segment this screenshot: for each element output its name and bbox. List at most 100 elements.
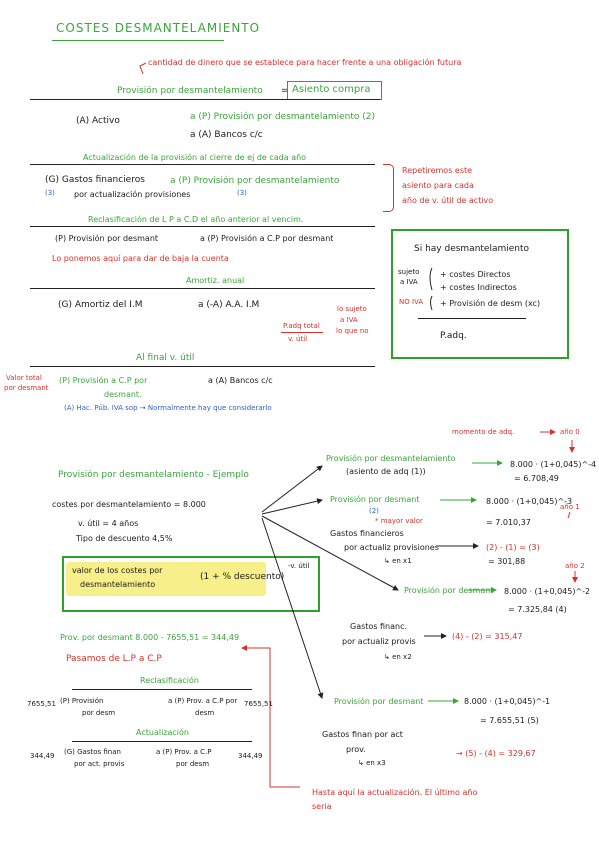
divider [72, 689, 252, 690]
amort-note-3: lo que no [336, 327, 369, 335]
b3-gf-calc: (4) - (2) = 315,47 [452, 632, 523, 641]
actual-left-amt: 344,49 [30, 752, 55, 760]
b3-formula: 8.000 · (1+0,045)^-2 [504, 587, 591, 596]
reclass-title: Reclasificación [140, 676, 199, 685]
b4-gf-3: ↳ en x3 [358, 759, 386, 767]
pasamos-text: Pasamos de L.P a C.P [66, 654, 162, 664]
example-vutil: v. útil = 4 años [78, 519, 139, 528]
equals-sign: = [281, 86, 289, 96]
provision-heading: Provisión por desmantelamiento [117, 86, 263, 96]
divider [30, 288, 375, 289]
actual-left-1: (G) Gastos finan [64, 748, 121, 756]
box-item-2: + costes Indirectos [440, 283, 517, 292]
reclass-mid-2: desm [195, 709, 215, 717]
title-underline [52, 40, 224, 41]
b1-sub: (asiento de adq (1)) [346, 467, 426, 476]
b4-gf-2: prov. [346, 745, 366, 754]
desmantelamiento-box [391, 229, 569, 359]
bottom-note-2: seria [312, 802, 332, 811]
example-tipo: Tipo de descuento 4,5% [76, 534, 173, 543]
box-item-1: + costes Directos [440, 270, 511, 279]
bottom-note-1: Hasta aquí la actualización. El último a… [312, 788, 478, 797]
amort-note-2: a IVA [340, 316, 358, 324]
b3-title: Provisión por desmant [404, 586, 494, 595]
definition-text: cantidad de dinero que se establece para… [148, 58, 462, 67]
entry-activo: (A) Activo [76, 116, 120, 126]
box-no-iva: NO IVA [399, 298, 424, 306]
b2-ref: (2) [369, 507, 379, 515]
ano2-label: año 2 [565, 562, 585, 570]
divider [72, 741, 252, 742]
entry-provision: a (P) Provisión por desmantelamiento (2) [190, 112, 375, 122]
formula-left-2: desmantelamiento [80, 580, 156, 589]
amort-note-1: lo sujeto [337, 305, 367, 313]
ano1-label: año 1 [560, 503, 580, 511]
repeat-note-3: año de v. útil de activo [402, 196, 494, 205]
entry-ref-3: (3) [45, 189, 55, 197]
box-iva-2: a IVA [400, 278, 418, 286]
b2-gf-calc: (2) - (1) = (3) [486, 543, 540, 552]
example-costes: costes por desmantelamiento = 8.000 [52, 500, 206, 509]
b1-title: Provisión por desmantelamiento [326, 454, 456, 463]
b2-formula: 8.000 · (1+0,045)^-3 [486, 497, 573, 506]
b2-gf-3: ↳ en x1 [384, 557, 412, 565]
reclass-note: Lo ponemos aquí para dar de baja la cuen… [52, 254, 229, 263]
update-heading: Actualización de la provisión al cierre … [83, 153, 307, 162]
repeat-bracket [383, 164, 394, 212]
b2-gf-2: por actualiz provisiones [344, 543, 439, 552]
actual-title: Actualización [136, 728, 189, 737]
reclass-mid-1: a (P) Prov. a C.P por [168, 697, 238, 705]
entry-ref-3b: (3) [237, 189, 247, 197]
divider [30, 226, 375, 227]
b4-formula: 8.000 · (1+0,045)^-1 [464, 697, 551, 706]
final-note-1: Valor total [6, 374, 42, 382]
actual-left-2: por act. provis [74, 760, 125, 768]
box-result: P.adq. [440, 331, 467, 341]
entry-gastos-sub: por actualización provisiones [74, 190, 191, 199]
b4-result: = 7.655,51 (5) [480, 716, 539, 725]
b2-result: = 7.010,37 [486, 518, 531, 527]
reclass-heading: Reclasificación de L P a C.D el año ante… [88, 215, 304, 224]
box-title: Si hay desmantelamiento [414, 244, 530, 254]
b4-gf-1: Gastos finan por act [322, 730, 403, 739]
momento-label: momento de adq. [452, 428, 515, 436]
final-note-2: por desmant [4, 384, 49, 392]
entry-provision-desm: a (P) Provisión por desmantelamiento [170, 176, 340, 186]
divider [30, 164, 375, 165]
divider [30, 366, 375, 367]
actual-mid-2: por desm [176, 760, 210, 768]
b2-mayor: * mayor valor [375, 517, 423, 525]
divider [30, 99, 380, 100]
entry-prov-cp: a (P) Provisión a C.P por desmant [200, 234, 334, 243]
amort-vutil: v. útil [288, 335, 308, 343]
b3-gf-1: Gastos financ. [350, 622, 408, 631]
b2-title: Provisión por desmant [330, 495, 420, 504]
b1-result: = 6.708,49 [514, 474, 559, 483]
b2-gf-result: = 301,88 [488, 557, 526, 566]
b3-gf-2: por actualiz provis [342, 637, 416, 646]
entry-desmant: desmant. [104, 390, 142, 399]
b4-title: Provisión por desmant [334, 697, 424, 706]
iva-note: (A) Hac. Púb. IVA sop → Normalmente hay … [64, 404, 272, 412]
actual-mid-1: a (P) Prov. a C.P [156, 748, 212, 756]
amort-padq: P.adq total [283, 322, 320, 330]
formula-mid: (1 + % descuento) [200, 572, 285, 582]
b2-gf-1: Gastos financieros [330, 529, 404, 538]
fraction-line [281, 332, 323, 333]
box-sum-line [418, 318, 526, 319]
actual-right-amt: 344,49 [238, 752, 263, 760]
entry-aa-im: a (-A) A.A. I.M [198, 300, 260, 310]
entry-gastos-financieros: (G) Gastos financieros [45, 175, 145, 185]
entry-prov-desmant: (P) Provisión por desmant [55, 234, 159, 243]
entry-bancos-final: a (A) Bancos c/c [208, 376, 273, 385]
b4-gf-calc: → (5) - (4) = 329,67 [456, 749, 536, 758]
reclass-right-amt: 7655,51 [244, 700, 273, 708]
asiento-compra-label: Asiento compra [292, 84, 371, 95]
reclass-left-2: por desm [82, 709, 116, 717]
ano0-label: año 0 [560, 428, 580, 436]
box-iva-1: sujeto [398, 268, 420, 276]
formula-left-1: valor de los costes por [72, 566, 163, 575]
repeat-note-1: Repetiremos este [402, 166, 473, 175]
b1-formula: 8.000 · (1+0,045)^-4 [510, 460, 597, 469]
